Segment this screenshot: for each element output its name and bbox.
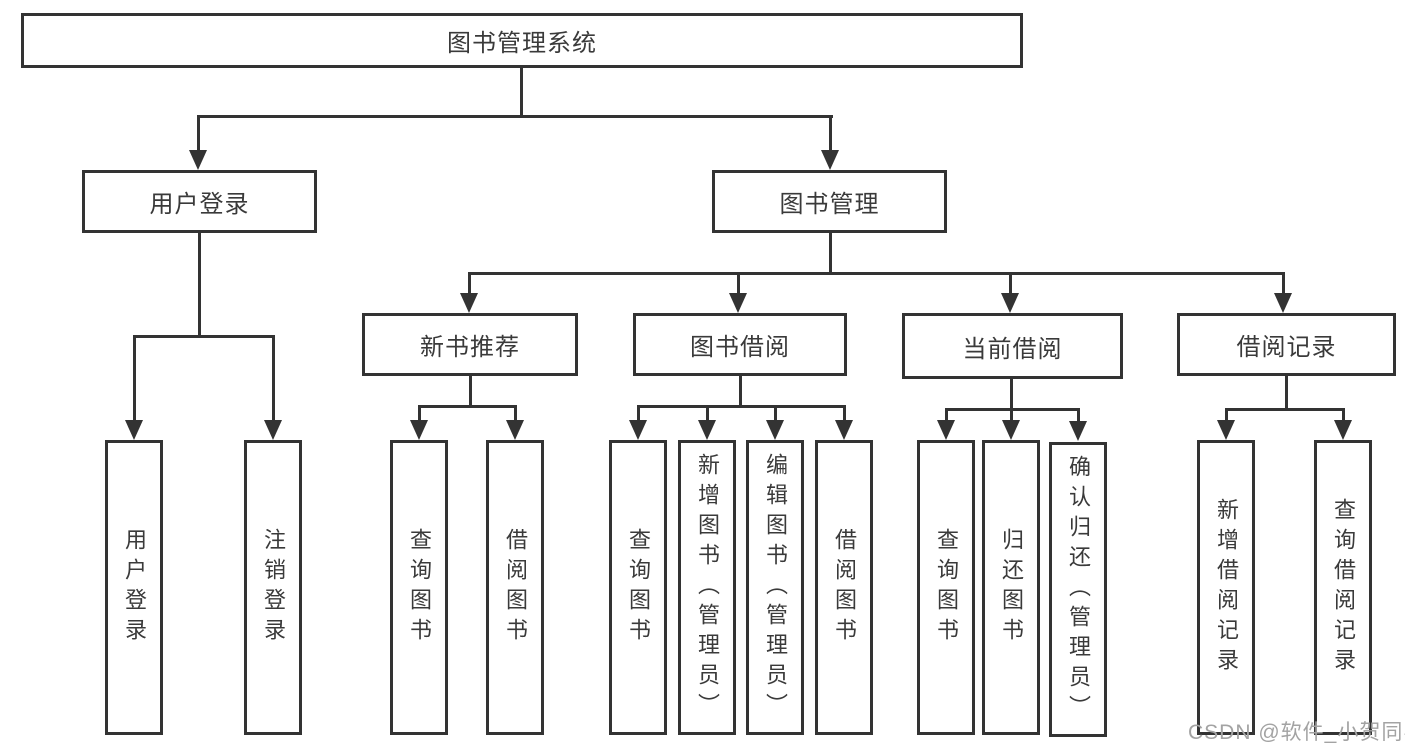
node-root-library-system: 图书管理系统 xyxy=(21,13,1023,68)
connector-line xyxy=(468,272,1285,275)
node-label: 借阅记录 xyxy=(1236,334,1337,361)
arrow-down-icon xyxy=(506,420,524,440)
arrow-down-icon xyxy=(937,420,955,440)
connector-line xyxy=(1282,272,1285,294)
leaf-return-book: 归还图书 xyxy=(982,440,1040,735)
connector-line xyxy=(843,405,846,421)
node-current-borrow: 当前借阅 xyxy=(902,313,1123,379)
node-new-book-recommend: 新书推荐 xyxy=(362,313,578,376)
leaf-label: 用户登录 xyxy=(122,527,147,648)
connector-line xyxy=(133,335,136,421)
leaf-label: 注销登录 xyxy=(261,527,286,648)
connector-line xyxy=(133,335,275,338)
connector-line xyxy=(418,405,517,408)
connector-line xyxy=(1342,408,1345,421)
leaf-label: 查询图书 xyxy=(934,527,959,648)
leaf-label: 编辑图书（管理员） xyxy=(763,452,788,723)
arrow-down-icon xyxy=(698,420,716,440)
arrow-down-icon xyxy=(1217,420,1235,440)
connector-line xyxy=(829,233,832,274)
node-book-borrow: 图书借阅 xyxy=(633,313,847,376)
leaf-query-book-recommend: 查询图书 xyxy=(390,440,448,735)
leaf-borrow-book: 借阅图书 xyxy=(815,440,873,735)
connector-line xyxy=(468,272,471,294)
leaf-edit-book-admin: 编辑图书（管理员） xyxy=(746,440,804,735)
node-label: 图书借阅 xyxy=(690,334,790,361)
arrow-down-icon xyxy=(410,420,428,440)
arrow-down-icon xyxy=(189,150,207,170)
node-label: 图书管理 xyxy=(779,191,880,218)
leaf-label: 查询图书 xyxy=(626,527,651,648)
connector-line xyxy=(520,68,523,117)
leaf-label: 查询借阅记录 xyxy=(1331,497,1356,678)
leaf-user-login: 用户登录 xyxy=(105,440,163,735)
leaf-query-borrow-record: 查询借阅记录 xyxy=(1314,440,1372,735)
leaf-borrow-book-recommend: 借阅图书 xyxy=(486,440,544,735)
leaf-add-borrow-record: 新增借阅记录 xyxy=(1197,440,1255,735)
leaf-add-book-admin: 新增图书（管理员） xyxy=(678,440,736,735)
connector-line xyxy=(1010,408,1013,421)
arrow-down-icon xyxy=(1274,293,1292,313)
connector-line xyxy=(637,405,846,408)
node-borrow-record: 借阅记录 xyxy=(1177,313,1396,376)
leaf-label: 确认归还（管理员） xyxy=(1066,454,1091,725)
connector-line xyxy=(706,405,709,421)
connector-line xyxy=(637,405,640,421)
connector-line xyxy=(774,405,777,421)
connector-line xyxy=(469,376,472,407)
connector-line xyxy=(1225,408,1345,411)
connector-line xyxy=(1285,376,1288,410)
leaf-label: 新增借阅记录 xyxy=(1214,497,1239,678)
node-label: 用户登录 xyxy=(149,191,250,218)
connector-line xyxy=(197,115,833,118)
leaf-label: 归还图书 xyxy=(999,527,1024,648)
arrow-down-icon xyxy=(460,293,478,313)
leaf-label: 查询图书 xyxy=(407,527,432,648)
node-label: 当前借阅 xyxy=(962,335,1063,363)
node-book-management: 图书管理 xyxy=(712,170,947,233)
node-user-login: 用户登录 xyxy=(82,170,317,233)
connector-line xyxy=(739,376,742,407)
leaf-label: 新增图书（管理员） xyxy=(695,452,720,723)
connector-line xyxy=(829,115,832,151)
connector-line xyxy=(1225,408,1228,421)
node-label: 新书推荐 xyxy=(420,334,520,361)
leaf-query-book-current: 查询图书 xyxy=(917,440,975,735)
leaf-confirm-return-admin: 确认归还（管理员） xyxy=(1049,442,1107,737)
arrow-down-icon xyxy=(729,293,747,313)
arrow-down-icon xyxy=(264,420,282,440)
connector-line xyxy=(1010,379,1013,410)
arrow-down-icon xyxy=(1334,420,1352,440)
arrow-down-icon xyxy=(1069,421,1087,441)
arrow-down-icon xyxy=(1002,420,1020,440)
leaf-label: 借阅图书 xyxy=(503,527,528,648)
csdn-watermark: CSDN @软件_小贺同学 xyxy=(1188,721,1405,744)
arrow-down-icon xyxy=(629,420,647,440)
arrow-down-icon xyxy=(125,420,143,440)
arrow-down-icon xyxy=(766,420,784,440)
arrow-down-icon xyxy=(1001,293,1019,313)
connector-line xyxy=(198,233,201,337)
leaf-label: 借阅图书 xyxy=(832,527,857,648)
connector-line xyxy=(197,115,200,151)
connector-line xyxy=(945,408,948,421)
connector-line xyxy=(1077,408,1080,421)
leaf-query-book-borrow: 查询图书 xyxy=(609,440,667,735)
leaf-logout: 注销登录 xyxy=(244,440,302,735)
connector-line xyxy=(737,272,740,294)
connector-line xyxy=(514,405,517,421)
connector-line xyxy=(272,335,275,421)
connector-line xyxy=(418,405,421,421)
arrow-down-icon xyxy=(835,420,853,440)
connector-line xyxy=(1009,272,1012,294)
arrow-down-icon xyxy=(821,150,839,170)
node-label: 图书管理系统 xyxy=(447,30,597,57)
